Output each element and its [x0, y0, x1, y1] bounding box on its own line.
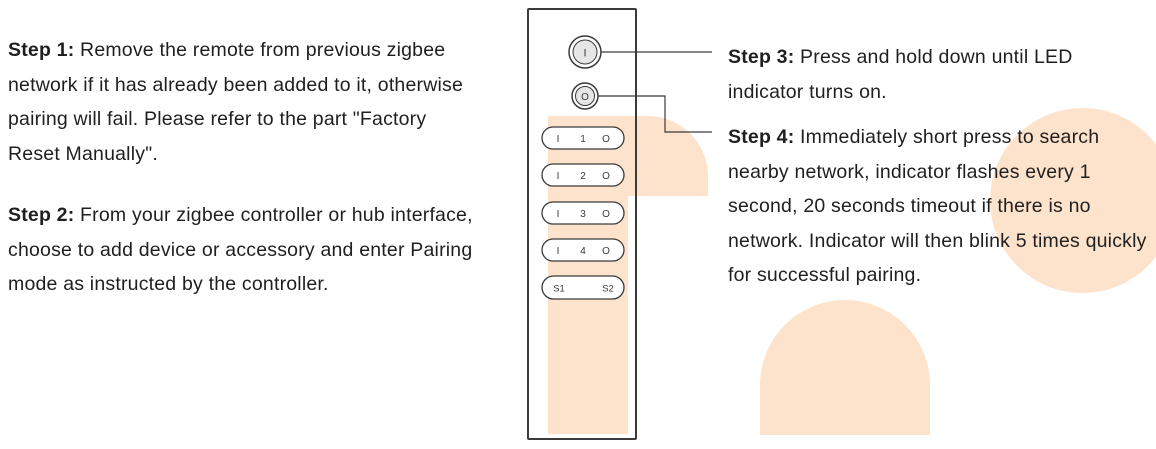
- zone-4-on: I: [557, 246, 560, 257]
- remote-body: [527, 8, 637, 440]
- watermark-shape: [990, 108, 1156, 293]
- step-2-text: From your zigbee controller or hub inter…: [8, 204, 473, 295]
- step-4-instruction: Step 4: Immediately short press to searc…: [728, 120, 1153, 293]
- zone-3-on: I: [557, 209, 560, 220]
- step-4-leader-line: [598, 95, 712, 133]
- step-3-label: Step 3:: [728, 46, 795, 68]
- zone-4-number: 4: [580, 246, 586, 257]
- step-2-label: Step 2:: [8, 204, 75, 226]
- pairing-button[interactable]: O: [571, 82, 599, 110]
- zone-2-button[interactable]: I 2 O: [541, 163, 625, 187]
- zone-3-off: O: [602, 209, 610, 220]
- scene-s2-label: S2: [602, 284, 614, 295]
- zone-2-number: 2: [580, 171, 586, 182]
- step-3-text: Press and hold down until LED indicator …: [728, 46, 1073, 103]
- step-1-instruction: Step 1: Remove the remote from previous …: [8, 33, 478, 171]
- zone-1-number: 1: [580, 134, 586, 145]
- watermark-shape: [760, 300, 930, 435]
- power-button[interactable]: I: [568, 35, 602, 69]
- zone-1-on: I: [557, 134, 560, 145]
- step-1-text: Remove the remote from previous zigbee n…: [8, 39, 464, 165]
- step-3-instruction: Step 3: Press and hold down until LED in…: [728, 40, 1148, 109]
- zone-1-off: O: [602, 134, 610, 145]
- zone-4-button[interactable]: I 4 O: [541, 238, 625, 262]
- zone-3-number: 3: [580, 209, 586, 220]
- power-symbol: I: [583, 48, 586, 60]
- step-2-instruction: Step 2: From your zigbee controller or h…: [8, 198, 478, 302]
- pairing-symbol: O: [581, 92, 589, 103]
- step-4-text: Immediately short press to search nearby…: [728, 126, 1147, 286]
- zone-1-button[interactable]: I 1 O: [541, 126, 625, 150]
- zone-2-on: I: [557, 171, 560, 182]
- step-1-label: Step 1:: [8, 39, 75, 61]
- scene-button[interactable]: S1 S2: [541, 275, 625, 300]
- zone-4-off: O: [602, 246, 610, 257]
- step-4-label: Step 4:: [728, 126, 795, 148]
- zone-2-off: O: [602, 171, 610, 182]
- scene-s1-label: S1: [553, 284, 565, 295]
- zone-3-button[interactable]: I 3 O: [541, 201, 625, 225]
